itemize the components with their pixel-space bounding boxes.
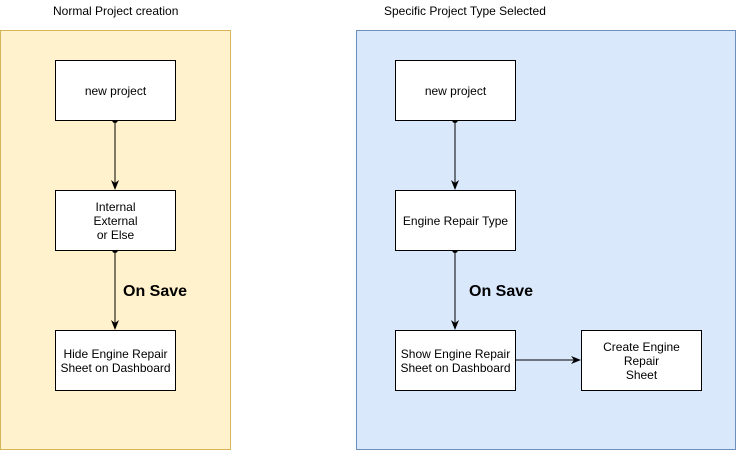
edge-label-left-on-save: On Save	[123, 283, 188, 300]
lane-title-specific-project-type: Specific Project Type Selected	[384, 4, 546, 18]
node-right-create-engine-repair-sheet[interactable]: Create Engine Repair Sheet	[581, 330, 702, 391]
node-left-new-project[interactable]: new project	[55, 60, 176, 121]
node-left-hide-engine-repair-sheet[interactable]: Hide Engine Repair Sheet on Dashboard	[55, 330, 176, 391]
node-left-project-type-label: Internal External or Else	[93, 199, 138, 242]
lane-title-normal-project-creation: Normal Project creation	[53, 4, 179, 18]
node-right-engine-repair-type-label: Engine Repair Type	[402, 213, 509, 228]
node-right-new-project-label: new project	[424, 83, 487, 98]
node-right-show-engine-repair-sheet[interactable]: Show Engine Repair Sheet on Dashboard	[395, 330, 516, 391]
node-right-create-engine-repair-sheet-label: Create Engine Repair Sheet	[603, 339, 680, 382]
node-right-show-engine-repair-sheet-label: Show Engine Repair Sheet on Dashboard	[400, 346, 511, 375]
node-right-engine-repair-type[interactable]: Engine Repair Type	[395, 190, 516, 251]
node-right-new-project[interactable]: new project	[395, 60, 516, 121]
node-left-project-type[interactable]: Internal External or Else	[55, 190, 176, 251]
node-left-hide-engine-repair-sheet-label: Hide Engine Repair Sheet on Dashboard	[60, 346, 171, 375]
edge-label-right-on-save: On Save	[469, 283, 534, 300]
node-left-new-project-label: new project	[84, 83, 147, 98]
